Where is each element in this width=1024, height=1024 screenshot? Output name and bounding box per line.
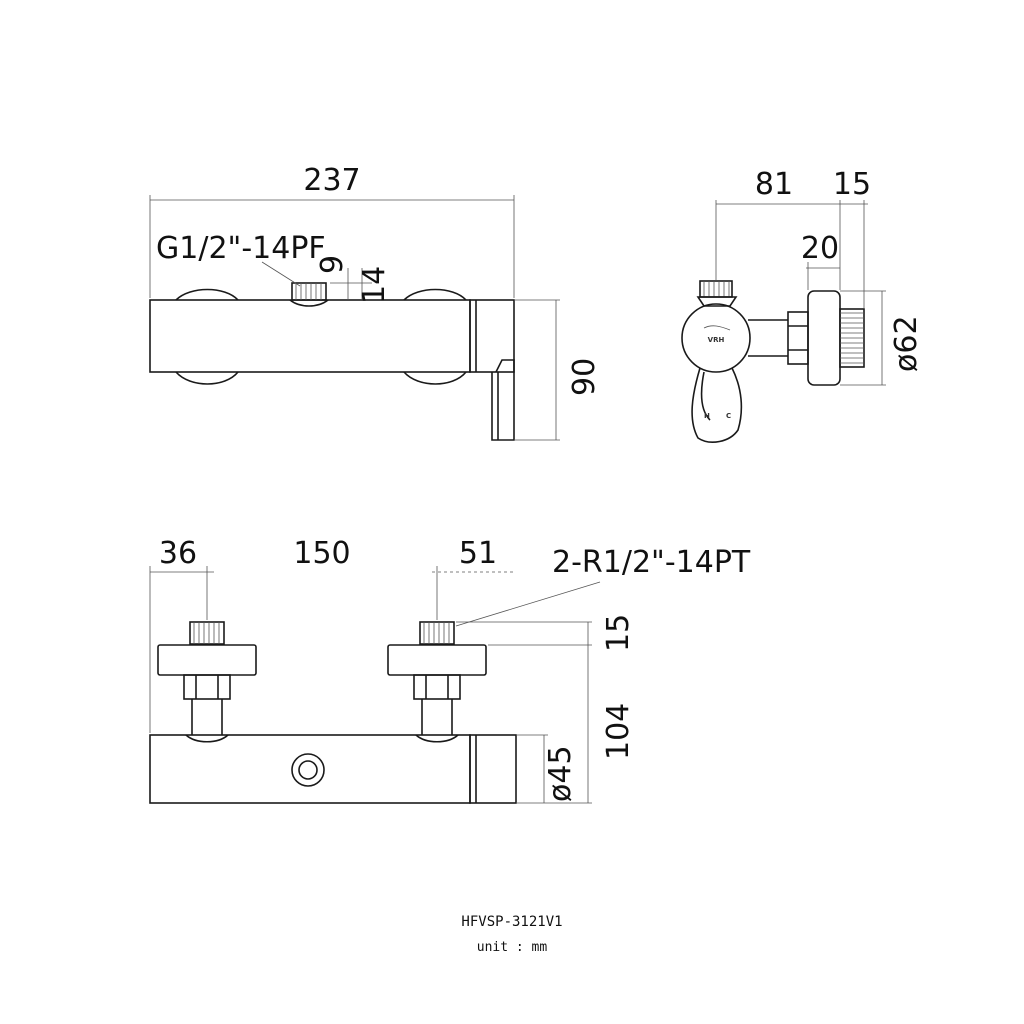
side-nut [787,311,809,365]
top-left-thread [189,621,225,645]
side-flange [807,290,841,386]
front-lever [491,359,515,441]
dim-20: 20 [801,231,839,266]
front-right-flange-bottom [403,371,467,385]
unit-label: unit : mm [476,940,548,955]
cold-mark: C [726,412,731,420]
side-view: VRH H C 81 15 20 ø62 [681,167,924,443]
top-right-flange [387,644,487,676]
top-right-thread [419,621,455,645]
top-body [149,734,471,804]
side-top-thread [699,280,733,298]
front-right-flange-top [403,288,467,301]
dim-15-top: 15 [601,614,636,652]
top-view: 36 150 51 2-R1/2"-14PT 15 104 ø45 [149,536,751,804]
front-view: 237 G1/2"-14PF 9 14 90 [149,163,602,441]
dim-d62: ø62 [889,315,924,372]
top-outlet-outer [291,753,325,787]
dim-36: 36 [159,536,197,571]
dim-d45: ø45 [543,745,578,802]
inlet-thread-label: G1/2"-14PF [156,231,326,266]
top-right-nut [413,674,461,700]
top-outlet-inner [298,760,318,780]
hot-mark: H [704,412,710,420]
dim-14: 14 [357,266,392,304]
logo-text: VRH [708,336,725,344]
front-thread-base [289,299,329,307]
front-left-flange-bottom [175,371,239,385]
dim-15-side: 15 [833,167,871,202]
front-inlet-thread [291,282,327,301]
side-pipe [748,319,788,357]
dim-90: 90 [567,358,602,396]
dim-9: 9 [315,255,350,274]
front-body [149,299,471,373]
top-left-flange [157,644,257,676]
top-left-nut [183,674,231,700]
logo-swoosh-icon [703,325,731,331]
dim-237: 237 [303,163,360,198]
dim-104: 104 [601,703,636,760]
dim-150: 150 [293,536,350,571]
dim-51: 51 [459,536,497,571]
side-lever [691,367,743,443]
side-body-circle [681,303,751,373]
outlet-thread-label: 2-R1/2"-14PT [552,545,751,580]
dim-81: 81 [755,167,793,202]
top-cartridge [469,734,517,804]
model-number: HFVSP-3121V1 [461,914,563,930]
front-left-flange-top [175,288,239,301]
